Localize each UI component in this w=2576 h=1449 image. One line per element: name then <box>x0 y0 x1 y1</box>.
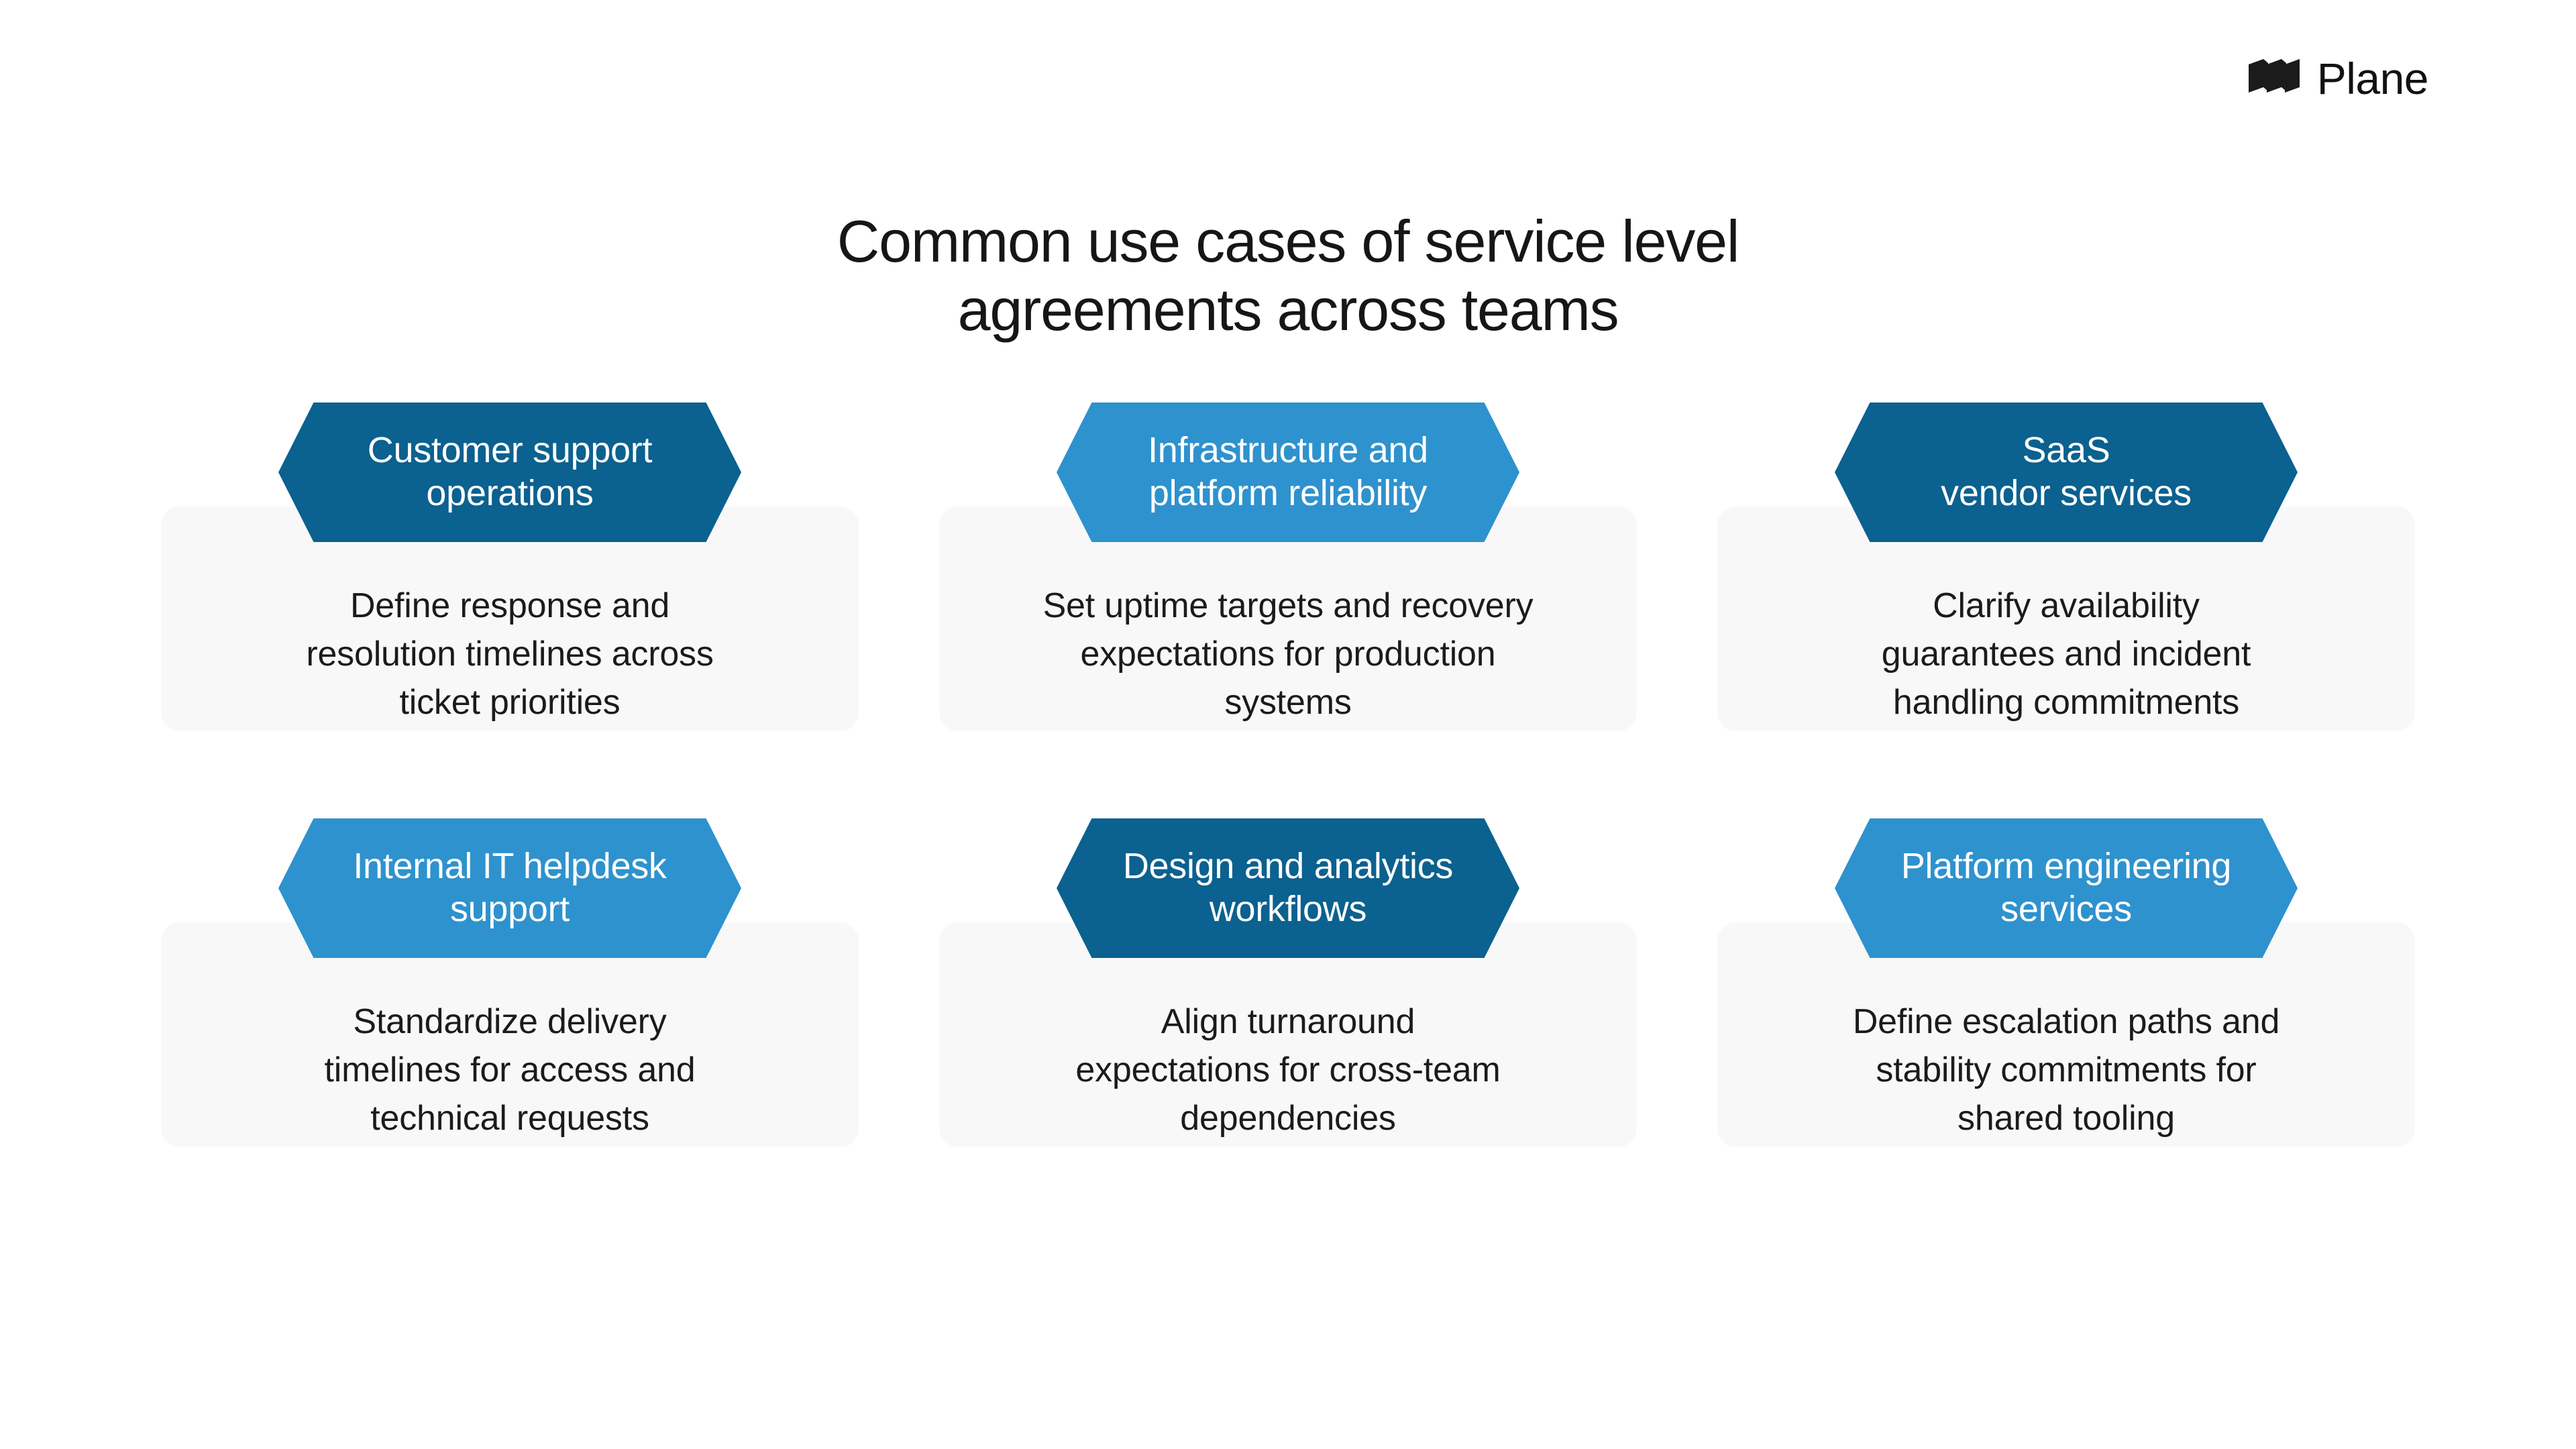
card-description-line-3: systems <box>1224 682 1352 722</box>
card-badge-label: Infrastructure and platform reliability <box>1128 429 1448 515</box>
card-description-line-2: stability commitments for <box>1876 1050 2257 1089</box>
card-description-line-2: timelines for access and <box>324 1050 696 1089</box>
use-case-card-customer-support-operations[interactable]: Customer support operations Define respo… <box>121 402 899 778</box>
card-badge: Infrastructure and platform reliability <box>1057 402 1519 542</box>
card-panel <box>1717 922 2415 1147</box>
use-case-grid: Customer support operations Define respo… <box>0 402 2576 1194</box>
card-description-line-1: Standardize delivery <box>353 1002 667 1041</box>
card-panel <box>1717 506 2415 731</box>
card-description-line-2: guarantees and incident <box>1881 634 2251 674</box>
card-badge-label: Internal IT helpdesk support <box>333 845 686 930</box>
card-description-line-1: Define escalation paths and <box>1852 1002 2280 1041</box>
card-badge: Design and analytics workflows <box>1057 818 1519 958</box>
card-description-line-1: Align turnaround <box>1161 1002 1415 1041</box>
card-badge-line-1: Infrastructure and <box>1148 430 1428 471</box>
card-description-line-3: ticket priorities <box>399 682 621 722</box>
page-title: Common use cases of service level agreem… <box>0 207 2576 344</box>
card-badge-line-2: operations <box>426 473 594 513</box>
card-description: Standardize delivery timelines for acces… <box>188 998 832 1142</box>
plane-logo-icon <box>2246 58 2302 100</box>
card-badge-line-1: Platform engineering <box>1900 846 2232 887</box>
card-badge-line-2: platform reliability <box>1148 473 1428 513</box>
card-description-line-3: dependencies <box>1180 1098 1396 1138</box>
card-description-line-1: Set uptime targets and recovery <box>1042 586 1534 625</box>
page-title-line-2: agreements across teams <box>957 276 1619 343</box>
card-description-line-1: Define response and <box>350 586 670 625</box>
card-panel <box>939 506 1637 731</box>
card-badge-label: Platform engineering services <box>1881 845 2251 930</box>
card-description: Clarify availability guarantees and inci… <box>1744 582 2388 727</box>
card-badge-line-1: Design and analytics <box>1122 846 1454 887</box>
card-badge-line-2: support <box>449 889 570 929</box>
card-badge-label: SaaS vendor services <box>1921 429 2212 515</box>
card-description: Define escalation paths and stability co… <box>1744 998 2388 1142</box>
card-badge-label: Customer support operations <box>347 429 672 515</box>
card-panel <box>161 922 859 1147</box>
card-badge-line-2: services <box>2000 889 2132 929</box>
card-description-line-2: expectations for production <box>1080 634 1496 674</box>
card-description: Align turnaround expectations for cross-… <box>966 998 1610 1142</box>
use-case-card-infrastructure-and-platform-reliability[interactable]: Infrastructure and platform reliability … <box>899 402 1677 778</box>
card-description-line-3: handling commitments <box>1892 682 2240 722</box>
card-description: Define response and resolution timelines… <box>188 582 832 727</box>
card-badge-line-1: Internal IT helpdesk <box>353 846 667 887</box>
card-badge-label: Design and analytics workflows <box>1103 845 1473 930</box>
card-panel <box>161 506 859 731</box>
use-case-card-design-and-analytics-workflows[interactable]: Design and analytics workflows Align tur… <box>899 818 1677 1194</box>
card-description-line-3: technical requests <box>370 1098 649 1138</box>
page-title-line-1: Common use cases of service level <box>837 207 1740 274</box>
card-description-line-2: resolution timelines across <box>306 634 714 674</box>
card-description: Set uptime targets and recovery expectat… <box>966 582 1610 727</box>
use-case-card-internal-it-helpdesk-support[interactable]: Internal IT helpdesk support Standardize… <box>121 818 899 1194</box>
use-case-card-platform-engineering-services[interactable]: Platform engineering services Define esc… <box>1677 818 2455 1194</box>
card-description-line-3: shared tooling <box>1957 1098 2175 1138</box>
card-panel <box>939 922 1637 1147</box>
use-case-card-saas-vendor-services[interactable]: SaaS vendor services Clarify availabilit… <box>1677 402 2455 778</box>
card-badge-line-2: vendor services <box>1941 473 2192 513</box>
card-badge-line-1: SaaS <box>2022 430 2110 471</box>
card-badge-line-2: workflows <box>1209 889 1367 929</box>
card-badge: Platform engineering services <box>1835 818 2298 958</box>
card-description-line-2: expectations for cross-team <box>1075 1050 1501 1089</box>
card-badge: Customer support operations <box>278 402 741 542</box>
card-badge: Internal IT helpdesk support <box>278 818 741 958</box>
card-badge: SaaS vendor services <box>1835 402 2298 542</box>
card-description-line-1: Clarify availability <box>1933 586 2200 625</box>
brand-name: Plane <box>2316 54 2429 103</box>
brand-logo: Plane <box>2246 54 2429 103</box>
card-badge-line-1: Customer support <box>367 430 653 471</box>
